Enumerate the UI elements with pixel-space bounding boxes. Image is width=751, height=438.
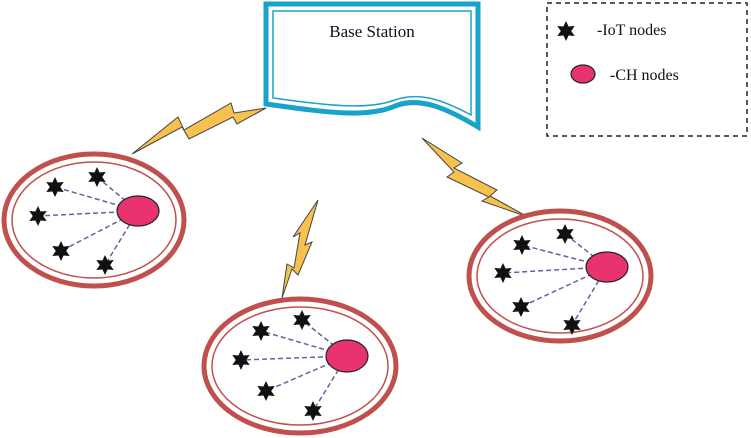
cluster-ring	[1, 151, 187, 289]
base-station-label: Base Station	[329, 22, 415, 41]
base-station: Base Station	[263, 1, 481, 132]
cluster-2	[201, 296, 399, 436]
legend-iot-label: -IoT nodes	[597, 22, 666, 39]
cluster-3	[466, 208, 654, 344]
legend-ch-label: -CH nodes	[610, 67, 679, 84]
cluster-inner-ring	[11, 161, 177, 279]
cluster-inner-ring	[211, 306, 389, 426]
cluster-ring	[201, 296, 399, 436]
ch-node-ellipse-icon	[325, 339, 369, 373]
legend: -IoT nodes -CH nodes	[546, 2, 748, 137]
lightning-bolt-icon	[281, 199, 319, 299]
lightning-bolt-icon	[131, 102, 267, 155]
legend-ch-ellipse-icon	[570, 64, 596, 84]
cluster-1	[1, 151, 187, 289]
ch-node-ellipse-icon	[116, 195, 160, 227]
lightning-bolt-icon	[421, 137, 529, 218]
base-station-inner-frame	[272, 10, 472, 117]
cluster-ring	[466, 208, 654, 344]
base-station-frame	[263, 1, 481, 132]
ch-node-ellipse-icon	[585, 251, 629, 283]
cluster-inner-ring	[476, 218, 644, 334]
